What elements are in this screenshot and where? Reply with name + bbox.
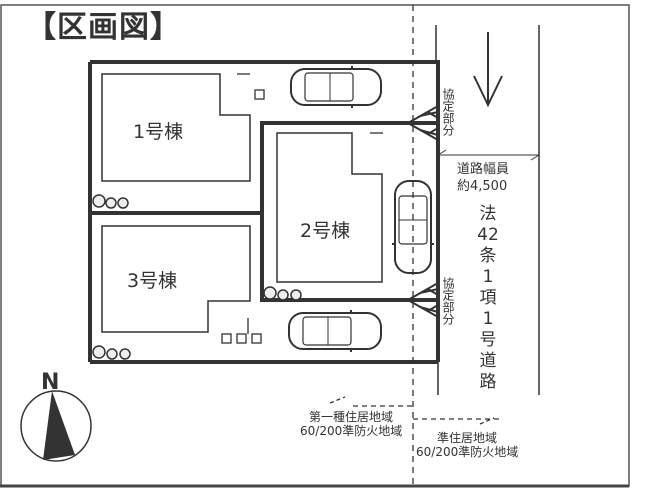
page-title: 【区画図】 [26, 10, 181, 45]
zone-1-name: 第一種住居地域 [309, 410, 394, 424]
zone-2-detail: 60/200準防火地域 [416, 445, 519, 459]
building-3 [101, 225, 251, 333]
car-icon-top [290, 66, 382, 108]
car-icon-bottom [288, 310, 382, 352]
compass-north-label: N [41, 370, 60, 395]
tree-icons [92, 194, 302, 360]
building-1 [101, 73, 251, 182]
compass-icon [20, 390, 92, 462]
lot-3-label: 3号棟 [127, 270, 178, 292]
agreement-hatch-top [407, 105, 439, 141]
agreement-area-label-top: 協定部分 [441, 88, 455, 136]
lot-1-label: 1号棟 [133, 121, 184, 143]
agreement-area-label-bottom: 協定部分 [441, 277, 455, 325]
road-type-label: 法 42 条 1 項 1 号 道 路 [477, 204, 499, 392]
site-boundary [88, 60, 440, 364]
road-width-label: 道路幅員 [457, 162, 510, 177]
building-2 [276, 132, 383, 283]
road-width-value: 約4,500 [457, 179, 508, 194]
zone-1-detail: 60/200準防火地域 [300, 424, 403, 438]
arrow-down-icon [473, 32, 503, 108]
lot-2-label: 2号棟 [300, 220, 351, 242]
zone-2-name: 準住居地域 [437, 431, 498, 445]
building-outlines [101, 73, 383, 333]
